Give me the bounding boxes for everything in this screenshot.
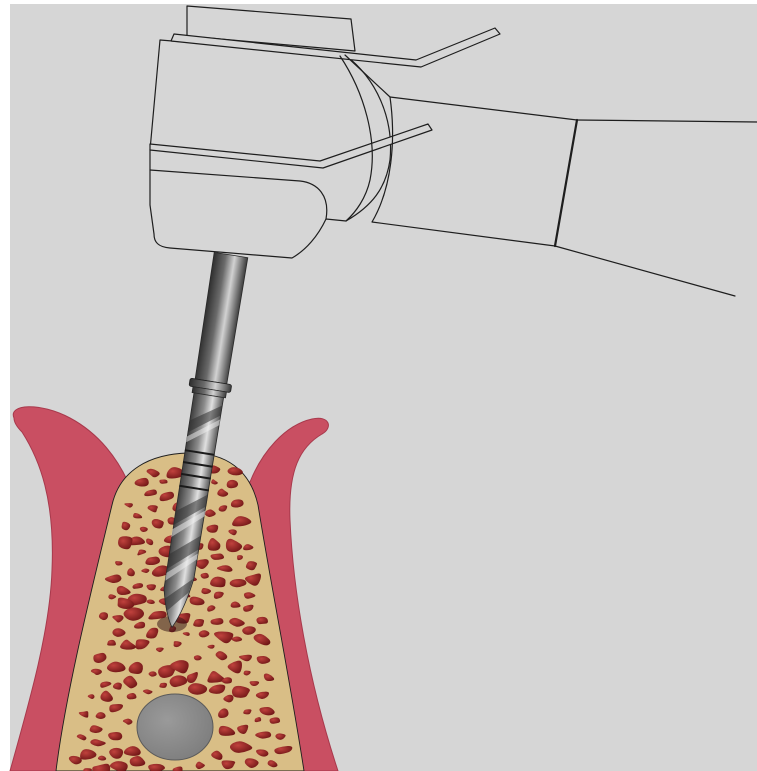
trabecular-space <box>256 617 268 624</box>
trabecular-space <box>210 553 224 559</box>
nerve-canal <box>137 694 213 760</box>
trabecular-space <box>159 479 167 483</box>
trabecular-space <box>159 683 167 688</box>
